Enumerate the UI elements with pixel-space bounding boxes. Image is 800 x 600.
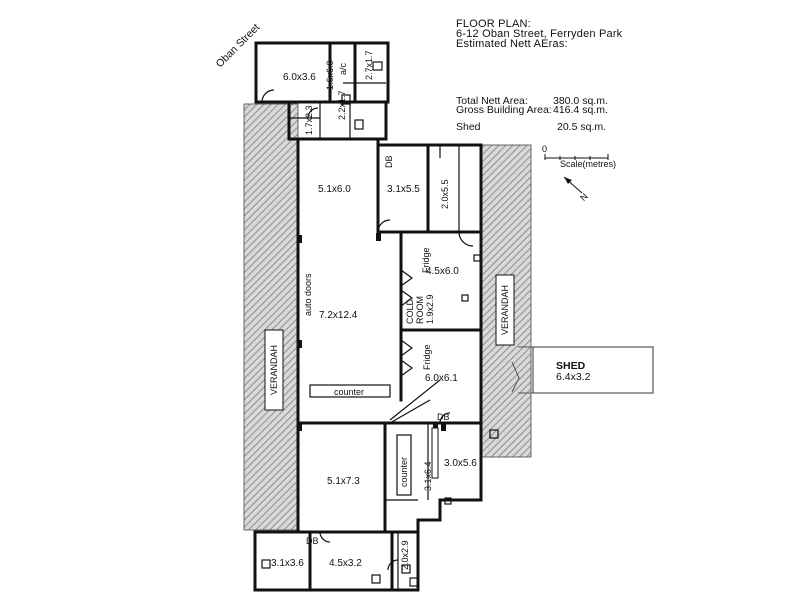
area-label: Total Nett Area:: [456, 95, 528, 107]
area-label: Shed: [456, 121, 481, 133]
room-label: 4.5x6.0: [426, 266, 459, 277]
shed: SHED 6.4x3.2: [511, 346, 654, 394]
area-row-total-nett: Total Nett Area: 380.0 sq.m.: [456, 95, 616, 107]
room-label: 3.1x5.5: [387, 184, 420, 195]
fridge-label: Fridge: [422, 344, 432, 370]
plan-subtitle: Estimated Nett AEras:: [456, 38, 568, 50]
verandah-left-label-box: [264, 329, 284, 411]
room-label: 3.0x5.6: [444, 458, 477, 469]
room-label: 2.0x2.9: [400, 540, 410, 570]
room-label: 2.0x5.5: [440, 179, 450, 209]
room-label: 6.0x6.1: [425, 373, 458, 384]
counter-side: [396, 434, 412, 496]
counter-label: counter: [399, 457, 409, 487]
room-label: 5.1x7.3: [327, 476, 360, 487]
room-label: 6.0x3.6: [283, 72, 316, 83]
db-label: DB: [306, 536, 319, 546]
scale-zero-label: 0: [542, 144, 547, 154]
verandah-right-label-box: [495, 274, 515, 346]
verandah-right-label: VERANDAH: [500, 285, 510, 335]
auto-doors-label: auto doors: [303, 273, 313, 316]
scale-label: Scale(metres): [560, 159, 616, 169]
room-label: 3.1x3.6: [271, 558, 304, 569]
fridge-label: Fridge: [421, 247, 431, 273]
cold-room-label: 1.9x2.9: [425, 294, 435, 324]
room-label: 7.2x12.4: [319, 310, 358, 321]
cold-room-label: ROOM: [415, 296, 425, 324]
room-label: 2.2x1.7: [337, 90, 347, 120]
room-label: 3.1x6.4: [423, 461, 433, 491]
verandah-left-label: VERANDAH: [269, 345, 279, 395]
area-row-shed: Shed 20.5 sq.m.: [456, 121, 616, 133]
room-label: 2.7x1.7: [364, 50, 374, 80]
db-label: DB: [437, 412, 450, 422]
room-label: 1.6x6.0: [325, 60, 335, 90]
area-value: 416.4 sq.m.: [553, 104, 608, 116]
room-label: 5.1x6.0: [318, 184, 351, 195]
counter-top: [309, 384, 391, 398]
area-value: 380.0 sq.m.: [553, 95, 608, 107]
top-annex: 6.0x3.6 a/c 1.6x6.0 2.7x1.7 1.7x2.3 2.2x…: [254, 41, 390, 141]
verandah-left: [243, 103, 299, 531]
scale-bar: 0 Scale(metres): [542, 144, 616, 169]
room-label: 1.7x2.3: [304, 105, 314, 135]
plan-address: 6-12 Oban Street, Ferryden Park: [456, 28, 623, 40]
plan-title: FLOOR PLAN:: [456, 18, 531, 30]
north-label: N: [578, 191, 590, 203]
area-row-gross-building: Gross Building Area: 416.4 sq.m.: [456, 104, 616, 116]
area-label: Gross Building Area:: [456, 104, 552, 116]
shed-title: SHED: [556, 360, 586, 372]
shed-size: 6.4x3.2: [556, 371, 591, 383]
cold-room-label: COLD: [405, 298, 415, 324]
area-value: 20.5 sq.m.: [557, 121, 607, 133]
main-building: [253, 137, 499, 592]
room-label-ac: a/c: [338, 62, 348, 75]
counter-label: counter: [334, 387, 364, 397]
room-label: 4.5x3.2: [329, 558, 362, 569]
db-label: DB: [384, 155, 394, 168]
north-arrow: N: [563, 176, 590, 203]
